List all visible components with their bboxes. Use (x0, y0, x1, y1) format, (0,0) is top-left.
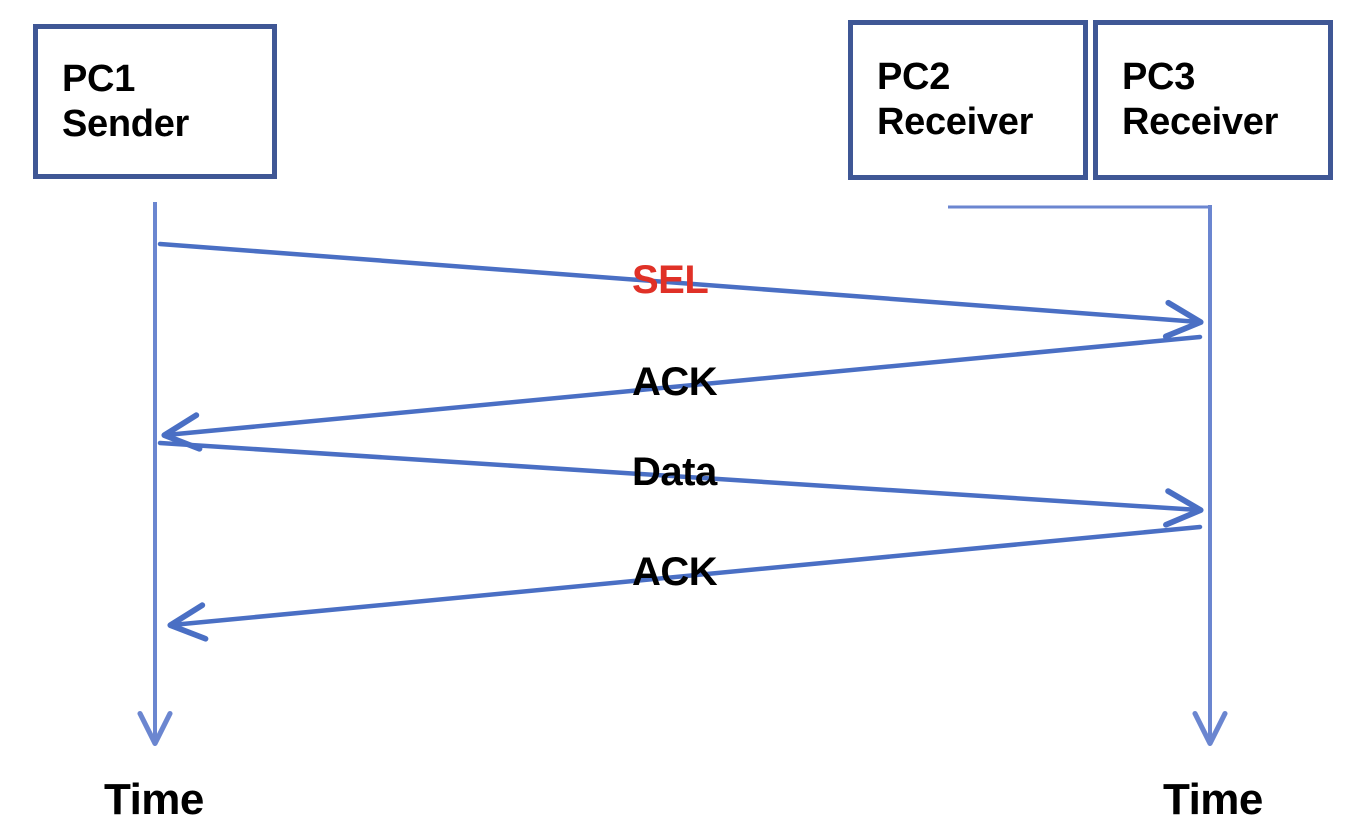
node-pc3-name: PC3 (1122, 56, 1196, 99)
node-pc3-role: Receiver (1122, 101, 1279, 143)
node-box-pc3[interactable]: PC3 Receiver (1093, 20, 1333, 180)
message-label-ack-1: ACK (632, 360, 718, 404)
message-arrow-sel (157, 241, 1204, 340)
message-arrow-data (157, 440, 1204, 528)
time-label-left: Time (104, 775, 204, 824)
message-arrow-ack-1 (161, 334, 1203, 452)
node-pc2-role: Receiver (877, 101, 1034, 143)
message-arrow-ack-2 (167, 524, 1203, 642)
message-label-sel: SEL (632, 258, 709, 302)
node-pc2-name: PC2 (877, 56, 951, 99)
node-pc1-role: Sender (62, 102, 190, 145)
node-box-pc2[interactable]: PC2 Receiver (848, 20, 1088, 180)
message-label-data: Data (632, 450, 717, 494)
node-box-pc1[interactable]: PC1 Sender (33, 24, 277, 179)
message-label-ack-2: ACK (632, 550, 718, 594)
node-pc1-name: PC1 (62, 57, 136, 100)
time-label-right: Time (1163, 775, 1263, 824)
